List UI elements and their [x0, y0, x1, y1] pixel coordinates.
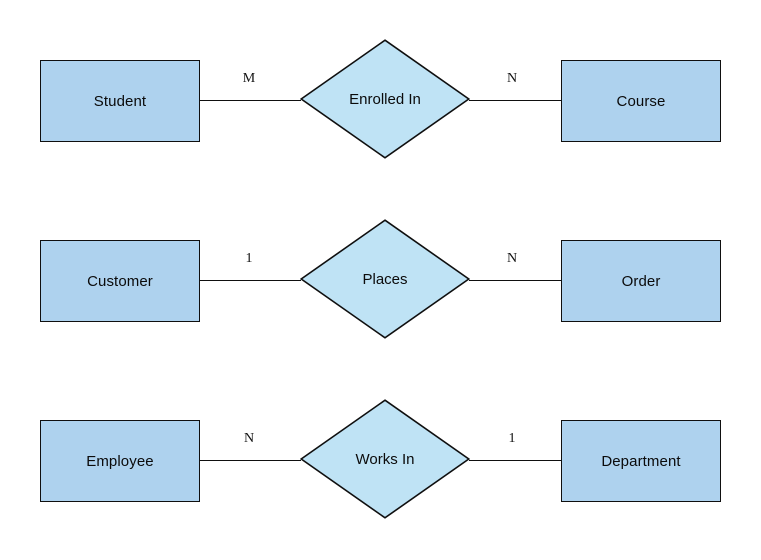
- connector-line-right: [469, 100, 561, 101]
- cardinality-left: 1: [245, 251, 253, 266]
- er-relationship-row: Employee N Works In 1 Department: [0, 371, 761, 551]
- er-relationship-row: Customer 1 Places N Order: [0, 191, 761, 371]
- entity-label: Employee: [86, 452, 154, 470]
- cardinality-left: N: [243, 431, 255, 446]
- entity-label: Student: [93, 92, 147, 110]
- relationship-works-in[interactable]: Works In: [300, 399, 470, 519]
- entity-course[interactable]: Course: [561, 60, 721, 142]
- entity-employee[interactable]: Employee: [40, 420, 200, 502]
- diamond-shape-icon: [300, 399, 470, 519]
- entity-label: Department: [601, 452, 681, 470]
- connector-line-right: [469, 460, 561, 461]
- entity-student[interactable]: Student: [40, 60, 200, 142]
- entity-order[interactable]: Order: [561, 240, 721, 322]
- entity-customer[interactable]: Customer: [40, 240, 200, 322]
- relationship-enrolled-in[interactable]: Enrolled In: [300, 39, 470, 159]
- diamond-shape-icon: [300, 39, 470, 159]
- cardinality-right: N: [506, 251, 518, 266]
- entity-department[interactable]: Department: [561, 420, 721, 502]
- entity-label: Course: [616, 92, 666, 110]
- cardinality-right: 1: [508, 431, 516, 446]
- entity-label: Order: [621, 272, 661, 290]
- er-relationship-row: Student M Enrolled In N Course: [0, 11, 761, 191]
- cardinality-right: N: [506, 71, 518, 86]
- connector-line-left: [200, 280, 301, 281]
- entity-label: Customer: [87, 272, 153, 290]
- connector-line-left: [200, 460, 301, 461]
- cardinality-left: M: [242, 71, 256, 86]
- connector-line-right: [469, 280, 561, 281]
- diamond-shape-icon: [300, 219, 470, 339]
- relationship-places[interactable]: Places: [300, 219, 470, 339]
- connector-line-left: [200, 100, 301, 101]
